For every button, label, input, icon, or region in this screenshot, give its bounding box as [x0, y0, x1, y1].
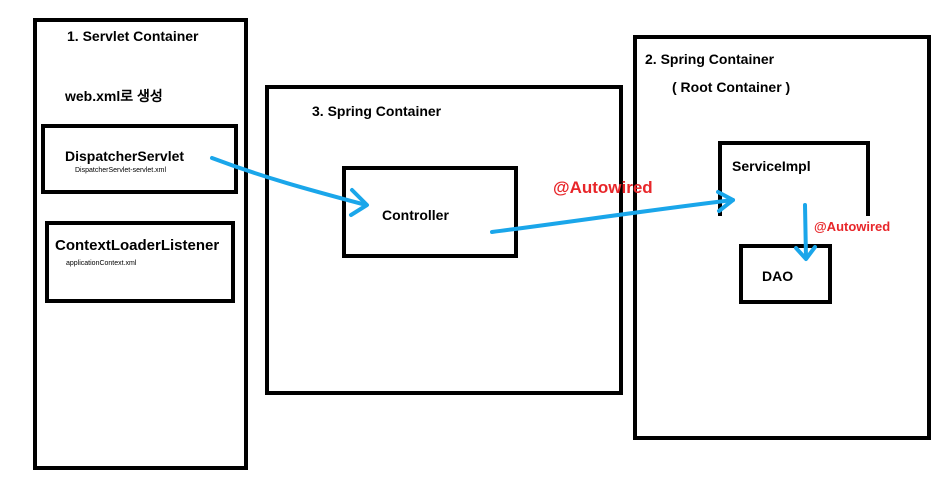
web-spring-container-title: 3. Spring Container [312, 103, 442, 119]
dispatcher-servlet-label: DispatcherServlet [65, 148, 185, 164]
servlet-container [33, 18, 248, 470]
servlet-container-title: 1. Servlet Container [67, 28, 199, 44]
controller-label: Controller [382, 207, 449, 223]
root-spring-container-title: 2. Spring Container [645, 51, 775, 67]
dao-box [739, 244, 832, 304]
context-loader-listener-config: applicationContext.xml [66, 260, 137, 267]
web-spring-container [265, 85, 623, 395]
dispatcher-servlet-config: DispatcherServlet-servlet.xml [75, 167, 167, 174]
context-loader-listener-box [45, 221, 235, 303]
root-spring-container [633, 35, 931, 440]
autowired-annotation-service-dao: @Autowired [814, 219, 891, 234]
servlet-container-subtitle: web.xml로 생성 [65, 88, 163, 104]
autowired-annotation-controller-service: @Autowired [553, 178, 653, 197]
service-impl-box [718, 141, 870, 216]
dao-label: DAO [762, 268, 794, 284]
context-loader-listener-label: ContextLoaderListener [55, 237, 220, 254]
service-impl-label: ServiceImpl [732, 158, 811, 174]
root-spring-container-subtitle: ( Root Container ) [672, 79, 791, 95]
